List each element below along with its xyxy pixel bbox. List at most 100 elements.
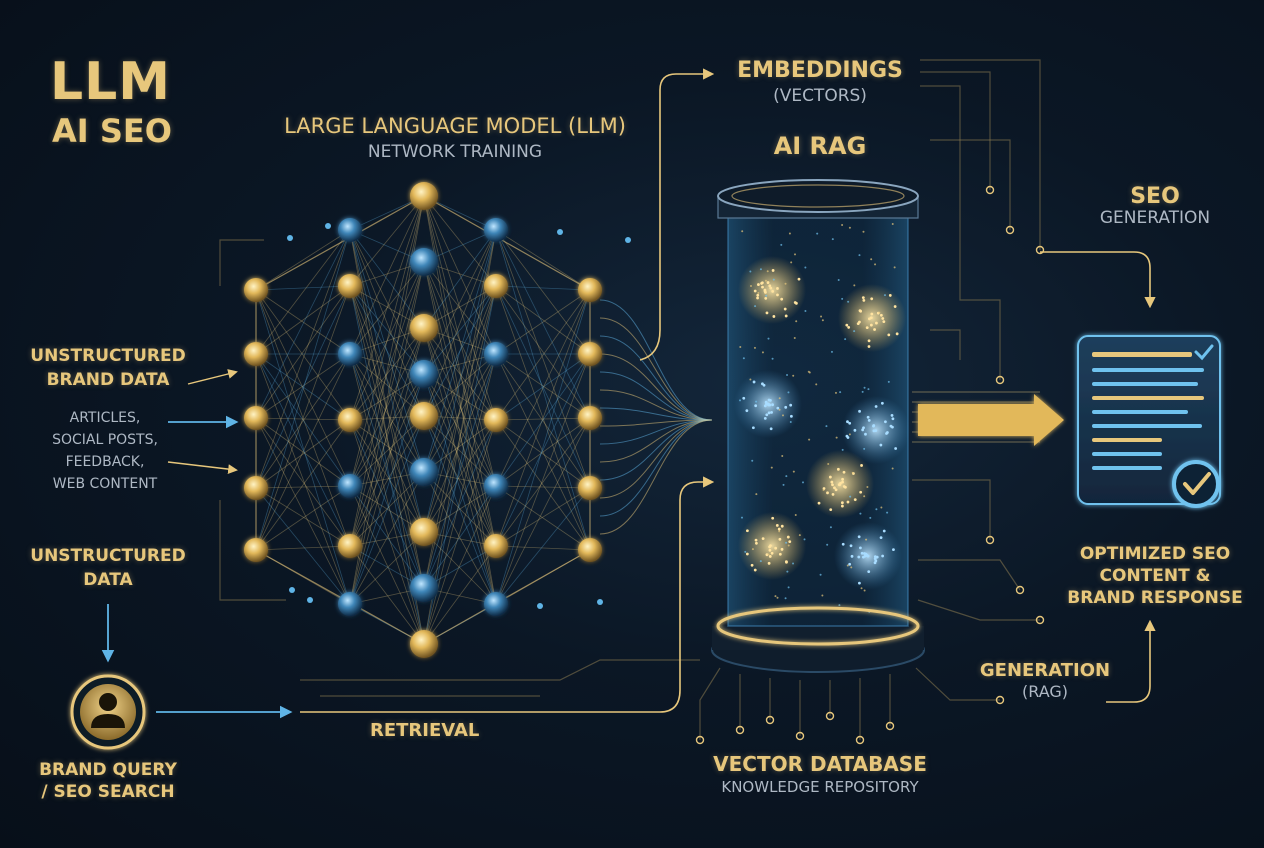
tube-dot [860, 587, 863, 590]
embedding-particle [882, 529, 886, 533]
network-node [484, 534, 508, 558]
embedding-particle [847, 326, 851, 329]
trace-end-pad [995, 695, 1005, 705]
tube-dot [819, 573, 822, 576]
tube-dot [751, 459, 754, 462]
tube-dot [880, 506, 883, 509]
embedding-particle [834, 488, 838, 492]
embedding-particle [861, 296, 865, 300]
network-edge [349, 285, 425, 329]
embedding-particle [873, 561, 877, 565]
network-edge [495, 229, 591, 291]
user-icon-head [99, 693, 117, 711]
embedding-particle [770, 551, 774, 555]
generation-title: GENERATION [979, 660, 1111, 681]
embedding-particle [771, 516, 775, 520]
embedding-particle [881, 554, 885, 558]
output-line1: OPTIMIZED SEO [1079, 544, 1231, 564]
logo-ai-seo: AI SEO [52, 112, 172, 150]
embedding-particle [794, 301, 798, 305]
embedding-particle [767, 398, 771, 402]
network-edge [423, 415, 497, 547]
network-edge [349, 419, 425, 473]
tube-dot [891, 223, 894, 226]
embedding-particle [841, 480, 844, 484]
network-node [410, 458, 438, 486]
network-edge [349, 229, 425, 417]
embedding-particle [778, 537, 782, 541]
network-edge [349, 229, 425, 645]
embedding-particle [771, 269, 775, 272]
brand-query-line2: / SEO SEARCH [41, 782, 175, 802]
embedding-particle [745, 529, 749, 533]
network-edge [495, 289, 591, 355]
embedding-particle [858, 320, 861, 324]
tube-dot [831, 238, 834, 241]
network-node [244, 476, 268, 500]
network-node [338, 274, 362, 298]
network-edge [423, 419, 497, 473]
trace-end-pad [735, 725, 745, 735]
embedding-particle [784, 560, 788, 564]
network-edge [349, 195, 425, 421]
trace-end-pad [1005, 225, 1015, 235]
network-edge [423, 373, 497, 547]
tube-dot [875, 508, 878, 511]
document-line [1092, 396, 1204, 400]
circuit-trace [920, 59, 1041, 250]
embedding-particle [873, 557, 877, 561]
embedding-particle [844, 485, 847, 489]
network-edge [423, 415, 497, 487]
tube-dot [808, 438, 811, 441]
network-edge [423, 229, 497, 645]
llm-title: LARGE LANGUAGE MODEL (LLM) [284, 114, 626, 138]
network-edge [423, 229, 497, 533]
tube-dot [776, 596, 779, 599]
network-edge [255, 417, 351, 487]
network-node [578, 538, 602, 562]
network-edge [349, 353, 425, 645]
network-edge [255, 417, 351, 421]
trace-end-pad [985, 185, 995, 195]
network-edge [349, 353, 425, 589]
circuit-trace [920, 71, 991, 190]
network-edge [423, 353, 497, 417]
vector-database-cylinder [711, 179, 925, 673]
network-edge [495, 285, 591, 291]
network-edge [349, 353, 425, 533]
tube-dot [767, 553, 770, 556]
network-edge [349, 545, 425, 645]
trace-end-pad [1015, 585, 1025, 595]
network-edge [349, 261, 425, 421]
network-edge [495, 289, 591, 487]
network-edge [255, 289, 351, 487]
tube-dot [794, 514, 797, 517]
network-edge [255, 285, 351, 489]
embedding-particle [870, 312, 874, 316]
tube-dot [741, 230, 744, 233]
embedding-particle [857, 555, 861, 559]
network-edge [495, 417, 591, 605]
embedding-particle [895, 332, 899, 336]
embedding-particle [884, 420, 887, 424]
network-edge [349, 415, 425, 547]
network-node [578, 342, 602, 366]
embedding-particle [850, 554, 854, 558]
network-node [484, 274, 508, 298]
tube-dot [841, 448, 844, 451]
embedding-particle [756, 293, 760, 297]
tube-dot [739, 399, 742, 402]
flow-line [599, 299, 713, 421]
arrow-seo-generation-down [1040, 251, 1156, 309]
flow-line [599, 419, 713, 481]
embedding-particle [849, 544, 853, 548]
network-edge [423, 327, 497, 487]
circuit-trace [917, 599, 1040, 621]
embedding-particle [858, 581, 861, 585]
embedding-particle [763, 289, 767, 293]
tube-dot [751, 548, 754, 551]
network-edge [349, 195, 425, 355]
network-node [484, 592, 508, 616]
embedding-particle [786, 535, 790, 539]
embedding-particle [841, 477, 844, 481]
